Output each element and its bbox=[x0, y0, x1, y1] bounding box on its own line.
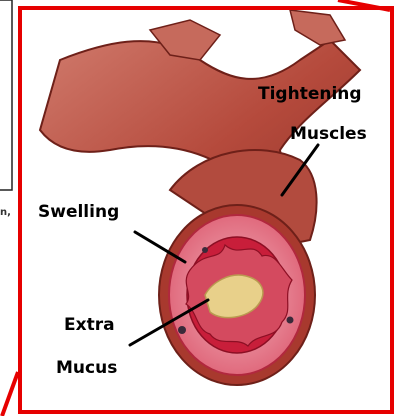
label-extra: Extra bbox=[64, 317, 115, 334]
cropped-text-fragment: n, bbox=[0, 208, 11, 218]
left-panel-remnant bbox=[0, 0, 12, 190]
label-swelling: Swelling bbox=[38, 204, 119, 221]
label-mucus: Mucus bbox=[56, 360, 117, 377]
label-muscles: Muscles bbox=[290, 126, 367, 143]
frame-pointer-line bbox=[2, 372, 18, 416]
label-tightening: Tightening bbox=[258, 86, 362, 103]
airway-cross-section bbox=[159, 205, 315, 385]
